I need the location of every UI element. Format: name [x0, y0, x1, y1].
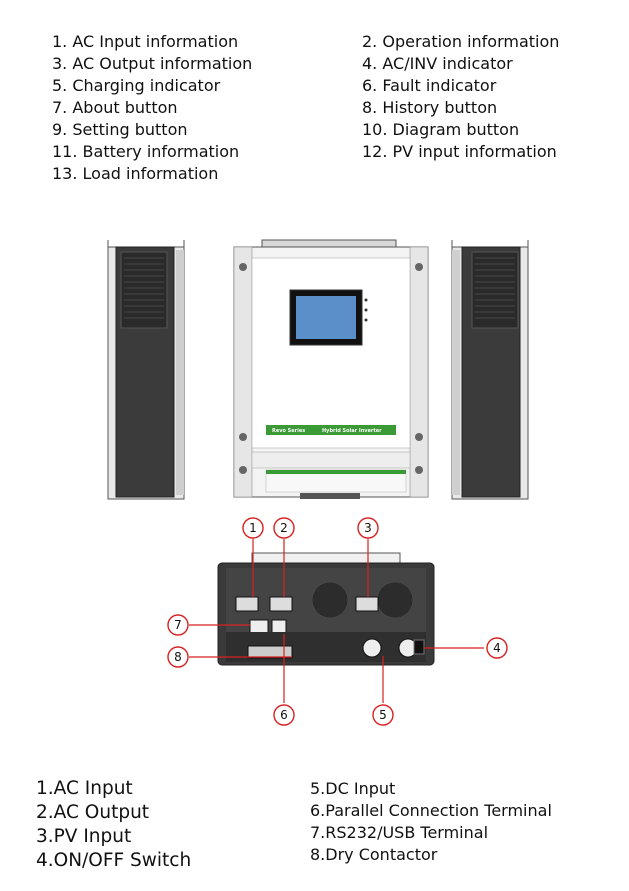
- callout-8: 8: [167, 646, 189, 668]
- legend-item: 7. About button: [52, 98, 178, 117]
- legend-item: 6. Fault indicator: [362, 76, 497, 95]
- callout-5: 5: [372, 704, 394, 726]
- callout-8-number: 8: [174, 650, 182, 664]
- callout-2: 2: [273, 517, 295, 539]
- callout-1-number: 1: [249, 521, 257, 535]
- legend-item: 2. Operation information: [362, 32, 560, 51]
- callout-3-number: 3: [364, 521, 372, 535]
- legend-item: 10. Diagram button: [362, 120, 520, 139]
- legend-item: 4.ON/OFF Switch: [36, 850, 192, 871]
- inverter-left-side-view: [107, 240, 185, 500]
- callout-5-number: 5: [379, 708, 387, 722]
- inverter-front-view: Revo Series Hybrid Solar Inverter: [233, 239, 429, 499]
- screen-legend-left: 1. AC Input information 3. AC Output inf…: [52, 31, 252, 185]
- inverter-right-side-view: [451, 240, 529, 500]
- callout-7: 7: [167, 614, 189, 636]
- inverter-bottom-view: [217, 552, 435, 666]
- leader-lines: [189, 539, 484, 703]
- legend-item: 4. AC/INV indicator: [362, 54, 513, 73]
- callout-1: 1: [242, 517, 264, 539]
- legend-item: 1.AC Input: [36, 778, 133, 799]
- legend-item: 1. AC Input information: [52, 32, 239, 51]
- callout-2-number: 2: [280, 521, 288, 535]
- legend-item: 5.DC Input: [310, 779, 396, 798]
- ports-legend-right: 5.DC Input 6.Parallel Connection Termina…: [310, 778, 552, 866]
- ports-legend-left: 1.AC Input 2.AC Output 3.PV Input 4.ON/O…: [36, 777, 191, 873]
- legend-item: 11. Battery information: [52, 142, 240, 161]
- legend-item: 7.RS232/USB Terminal: [310, 823, 489, 842]
- legend-item: 9. Setting button: [52, 120, 188, 139]
- legend-item: 3.PV Input: [36, 826, 132, 847]
- callout-6: 6: [273, 704, 295, 726]
- legend-item: 8. History button: [362, 98, 498, 117]
- screen-legend-right: 2. Operation information 4. AC/INV indic…: [362, 31, 559, 163]
- callout-7-number: 7: [174, 618, 182, 632]
- legend-item: 6.Parallel Connection Terminal: [310, 801, 552, 820]
- legend-item: 5. Charging indicator: [52, 76, 221, 95]
- callout-4: 4: [486, 637, 508, 659]
- banner-subtitle: Hybrid Solar Inverter: [322, 428, 382, 434]
- callout-6-number: 6: [280, 708, 288, 722]
- callout-3: 3: [357, 517, 379, 539]
- banner-brand: Revo Series: [272, 428, 305, 434]
- legend-item: 2.AC Output: [36, 802, 150, 823]
- legend-item: 12. PV input information: [362, 142, 557, 161]
- legend-item: 13. Load information: [52, 164, 219, 183]
- callout-4-number: 4: [493, 641, 501, 655]
- legend-item: 3. AC Output information: [52, 54, 253, 73]
- legend-item: 8.Dry Contactor: [310, 845, 438, 864]
